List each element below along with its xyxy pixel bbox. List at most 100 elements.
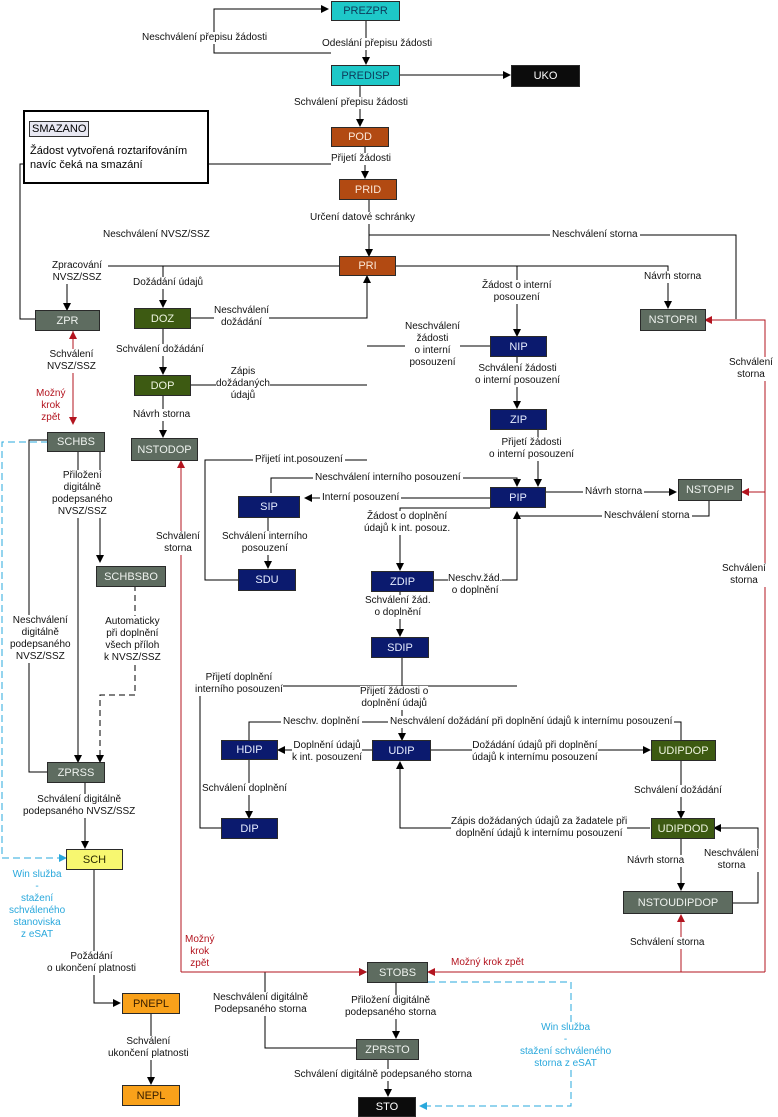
- edge-win-sluzba-sch: [1, 441, 67, 862]
- label-prijeti-zadosti: Přijetí žádosti: [331, 153, 392, 165]
- label-line: stažení schváleného: [520, 1046, 612, 1057]
- state-prezpr[interactable]: PREZPR: [331, 1, 400, 21]
- state-pod[interactable]: POD: [331, 127, 389, 147]
- state-schbsbo[interactable]: SCHBSBO: [96, 566, 166, 587]
- state-zip[interactable]: ZIP: [490, 409, 547, 430]
- state-doz[interactable]: DOZ: [134, 308, 191, 329]
- label-line: Schválení: [729, 357, 773, 368]
- label-neschvaleni-nvsz: Neschválení NVSZ/SSZ: [101, 229, 212, 241]
- label-line: NVSZ/SSZ: [15, 651, 65, 662]
- state-pnepl[interactable]: PNEPL: [122, 993, 180, 1014]
- state-udipdop[interactable]: UDIPDOP: [651, 740, 716, 761]
- state-uko[interactable]: UKO: [511, 65, 580, 87]
- label-odeslani-prepisu: Odeslání přepisu žádosti: [322, 38, 433, 50]
- label-neschv-doplneni: Neschv. doplnění: [281, 716, 362, 728]
- label-navrh-storna-pip: Návrh storna: [583, 486, 645, 498]
- state-schbs[interactable]: SCHBS: [47, 432, 105, 452]
- label-line: k int. posouzení: [292, 752, 363, 763]
- state-dop[interactable]: DOP: [134, 375, 191, 396]
- legend-state-chip: SMAZANO: [29, 121, 90, 137]
- label-line: z eSAT: [21, 929, 54, 940]
- state-nstopri[interactable]: NSTOPRI: [640, 309, 706, 331]
- state-sdip[interactable]: SDIP: [371, 637, 429, 658]
- label-line: Doplnění údajů: [293, 740, 361, 751]
- label-line: údajů k int. posouz.: [364, 523, 451, 534]
- label-line: -: [563, 1034, 568, 1045]
- state-nstodop[interactable]: NSTODOP: [131, 438, 198, 461]
- label-line: Schválení: [722, 563, 766, 574]
- label-line: Možný: [36, 388, 66, 399]
- label-line: o doplnění: [374, 607, 422, 618]
- edge-neschvaleni-prepisu: [213, 5, 331, 54]
- state-nstopip[interactable]: NSTOPIP: [678, 479, 742, 501]
- state-sdu[interactable]: SDU: [238, 569, 296, 591]
- label-line: o ukončení platnosti: [47, 963, 136, 974]
- label-line: Win služba: [12, 869, 62, 880]
- label-navrh-storna-pri: Návrh storna: [644, 271, 702, 283]
- state-nip[interactable]: NIP: [490, 336, 547, 357]
- label-dozadani-udaju: Dožádání údajů: [133, 277, 204, 289]
- label-line: k NVSZ/SSZ: [104, 652, 161, 663]
- state-zprss[interactable]: ZPRSS: [47, 762, 105, 783]
- label-line: Neschválení: [704, 848, 760, 859]
- state-dip[interactable]: DIP: [221, 818, 278, 839]
- state-predisp[interactable]: PREDISP: [331, 65, 400, 86]
- label-neschvaleni-prepisu: Neschválení přepisu žádosti: [142, 32, 268, 44]
- state-stobs[interactable]: STOBS: [367, 962, 428, 983]
- state-prid[interactable]: PRID: [339, 179, 397, 200]
- state-pip[interactable]: PIP: [490, 487, 546, 508]
- label-line: Žádost o interní: [482, 280, 552, 291]
- label-line: Přijetí žádosti o: [360, 686, 429, 697]
- label-line: zpět: [190, 958, 210, 969]
- state-hdip[interactable]: HDIP: [221, 740, 278, 760]
- label-line: Win služba: [541, 1022, 591, 1033]
- label-line: NVSZ/SSZ: [57, 506, 107, 517]
- label-line: žádosti: [416, 333, 449, 344]
- label-line: Zpracování: [52, 260, 103, 271]
- label-line: schváleného: [9, 905, 66, 916]
- label-line: o interní posouzení: [475, 375, 561, 386]
- label-line: Možný: [185, 934, 215, 945]
- label-line: Požádání: [70, 951, 113, 962]
- state-nepl[interactable]: NEPL: [122, 1085, 180, 1106]
- label-line: o interní: [414, 345, 451, 356]
- state-udip[interactable]: UDIP: [372, 740, 431, 761]
- edge-prijeti-doplneni-interniho: [199, 685, 517, 829]
- label-line: NVSZ/SSZ: [47, 361, 96, 372]
- label-line: Podepsaného storna: [214, 1004, 307, 1015]
- label-line: při doplnění: [106, 628, 159, 639]
- state-zpr[interactable]: ZPR: [35, 310, 100, 331]
- state-udipdod[interactable]: UDIPDOD: [651, 818, 715, 839]
- label-line: Schválení: [49, 349, 94, 360]
- state-zdip[interactable]: ZDIP: [371, 571, 434, 592]
- label-line: posouzení: [409, 357, 456, 368]
- state-sto[interactable]: STO: [358, 1097, 416, 1117]
- label-prijeti-int-posouzeni: Přijetí int.posouzení: [253, 454, 345, 466]
- label-line: Zápis: [230, 366, 256, 377]
- state-sch[interactable]: SCH: [66, 849, 123, 870]
- state-zprsto[interactable]: ZPRSTO: [356, 1039, 419, 1060]
- legend-box: SMAZANO Žádost vytvořená roztarifováním …: [23, 110, 209, 184]
- legend-line-1: Žádost vytvořená roztarifováním: [30, 145, 188, 157]
- state-pri[interactable]: PRI: [339, 256, 396, 276]
- edge-neschvaleni-digitalne-nvsz: [28, 436, 64, 773]
- label-line: dožádaných: [216, 378, 270, 389]
- label-line: digitálně: [63, 482, 101, 493]
- edge-neschvaleni-storna-pip: [517, 501, 710, 517]
- legend-description: Žádost vytvořená roztarifováním navíc če…: [30, 144, 187, 172]
- state-nstoudipdop[interactable]: NSTOUDIPDOP: [623, 891, 733, 914]
- state-sip[interactable]: SIP: [238, 496, 300, 518]
- label-line: stanoviska: [13, 917, 61, 928]
